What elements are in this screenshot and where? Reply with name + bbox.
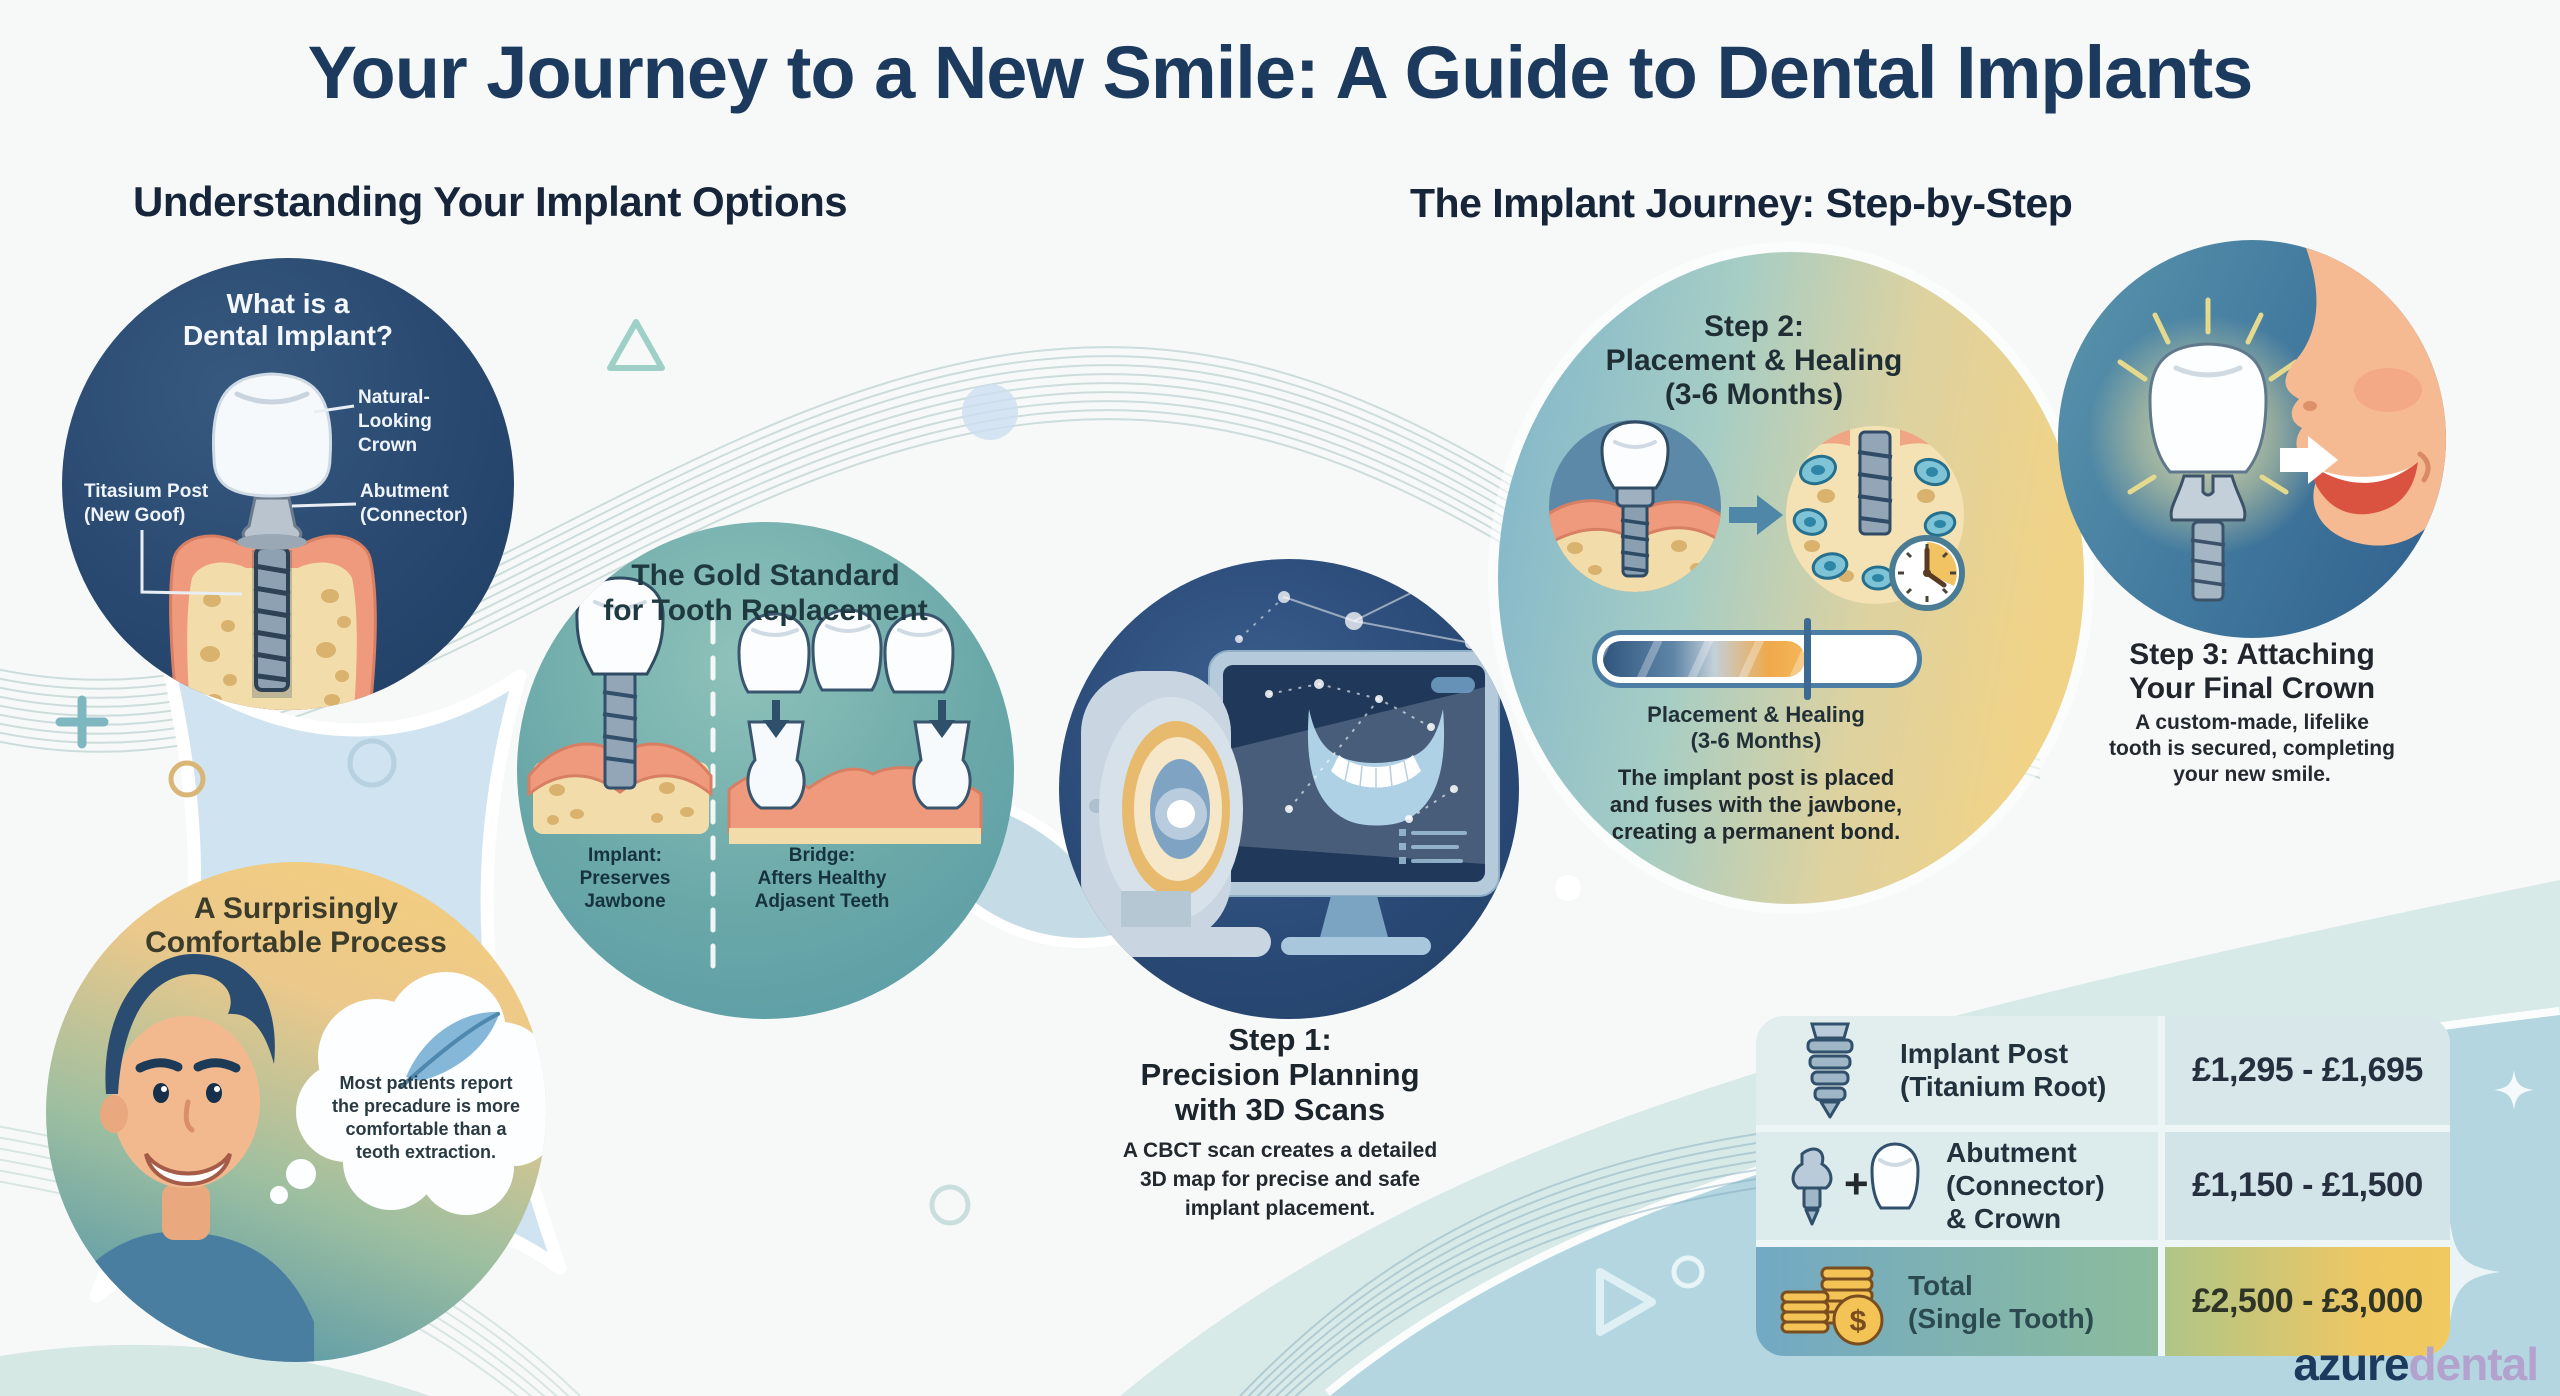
comfortable-process-circle: A Surprisingly Comfortable Process xyxy=(46,862,546,1362)
label-abutment: Abutment (Connector) xyxy=(360,481,468,526)
step2-description: The implant post is placed and fuses wit… xyxy=(1609,765,1903,844)
coins-icon: $ xyxy=(1778,1256,1890,1348)
table-item-label: Abutment (Connector) & Crown xyxy=(1946,1137,2105,1235)
step2-title: Step 2: Placement & Healing (3-6 Months) xyxy=(1605,310,1903,411)
section-header-options: Understanding Your Implant Options xyxy=(133,178,848,225)
svg-text:$: $ xyxy=(1850,1305,1867,1338)
table-row-implant-post: Implant Post (Titanium Root) xyxy=(1756,1016,2158,1125)
step3-crown-circle xyxy=(2058,240,2446,638)
abutment-crown-icon: + xyxy=(1778,1140,1928,1232)
what-is-implant-circle: What is a Dental Implant? Natural- Looki… xyxy=(62,258,514,710)
final-crown-illustration xyxy=(2088,240,2446,602)
table-price-abutment-crown: £1,150 - £1,500 xyxy=(2165,1131,2450,1241)
feather-icon xyxy=(400,1011,500,1088)
bridge-caption: Bridge: Afters Healthy Adjasent Teeth xyxy=(754,845,890,912)
page-title: Your Journey to a New Smile: A Guide to … xyxy=(307,31,2254,114)
progress-marker xyxy=(1804,618,1811,700)
what-is-title: What is a Dental Implant? xyxy=(182,288,393,351)
implant-vs-bridge-illustration xyxy=(527,576,983,975)
step3-title: Step 3: Attaching Your Final Crown xyxy=(2128,638,2376,705)
gold-standard-circle: The Gold Standard for Tooth Replacement … xyxy=(517,522,1014,1019)
section-header-journey: The Implant Journey: Step-by-Step xyxy=(1410,180,2073,226)
implant-post-icon xyxy=(1778,1020,1882,1120)
healing-progress-bar xyxy=(1592,630,1922,688)
step1-title: Step 1: Precision Planning with 3D Scans xyxy=(1140,1022,1420,1127)
step1-scan-circle xyxy=(1059,559,1519,1019)
sparkle-icon xyxy=(2400,1070,2534,1322)
svg-text:+: + xyxy=(1844,1160,1869,1207)
thought-bubble-text: Most patients report the precadure is mo… xyxy=(331,1073,521,1162)
implant-caption: Implant: Preserves Jawbone xyxy=(579,845,671,912)
label-crown: Natural- Looking Crown xyxy=(358,387,432,456)
implant-anatomy-illustration xyxy=(140,372,377,710)
brand-primary: azure xyxy=(2293,1338,2409,1390)
table-item-label: Total (Single Tooth) xyxy=(1908,1269,2095,1334)
smiling-patient-illustration xyxy=(52,954,546,1362)
clock-icon xyxy=(1889,535,1965,611)
arrow-right-icon xyxy=(1729,495,1783,535)
comfortable-process-title: A Surprisingly Comfortable Process xyxy=(145,892,447,959)
implant-placement-illustration xyxy=(1549,420,1721,592)
brand-logo: azuredental xyxy=(2293,1337,2539,1391)
label-titanium-post: Titasium Post (New Goof) xyxy=(84,481,209,526)
table-price-total: £2,500 - £3,000 xyxy=(2165,1247,2450,1356)
step3-description: A custom-made, lifelike tooth is secured… xyxy=(2109,711,2395,786)
brand-secondary: dental xyxy=(2408,1338,2539,1390)
gold-standard-title: The Gold Standard for Tooth Replacement xyxy=(603,559,928,627)
cbct-scanner-illustration xyxy=(1073,584,1500,957)
progress-fill xyxy=(1603,641,1805,677)
table-price-implant-post: £1,295 - £1,695 xyxy=(2165,1016,2450,1125)
step2-progress-caption: Placement & Healing (3-6 Months) xyxy=(1647,702,1865,753)
step1-description: A CBCT scan creates a detailed 3D map fo… xyxy=(1122,1139,1438,1220)
table-row-abutment-crown: + Abutment (Connector) & Crown xyxy=(1756,1131,2158,1241)
table-row-total: $ Total (Single Tooth) xyxy=(1756,1247,2158,1356)
plus-icon xyxy=(55,695,109,749)
pricing-table: Implant Post (Titanium Root) £1,295 - £1… xyxy=(1756,1016,2450,1356)
thought-bubble xyxy=(270,972,546,1215)
table-item-label: Implant Post (Titanium Root) xyxy=(1900,1038,2107,1103)
